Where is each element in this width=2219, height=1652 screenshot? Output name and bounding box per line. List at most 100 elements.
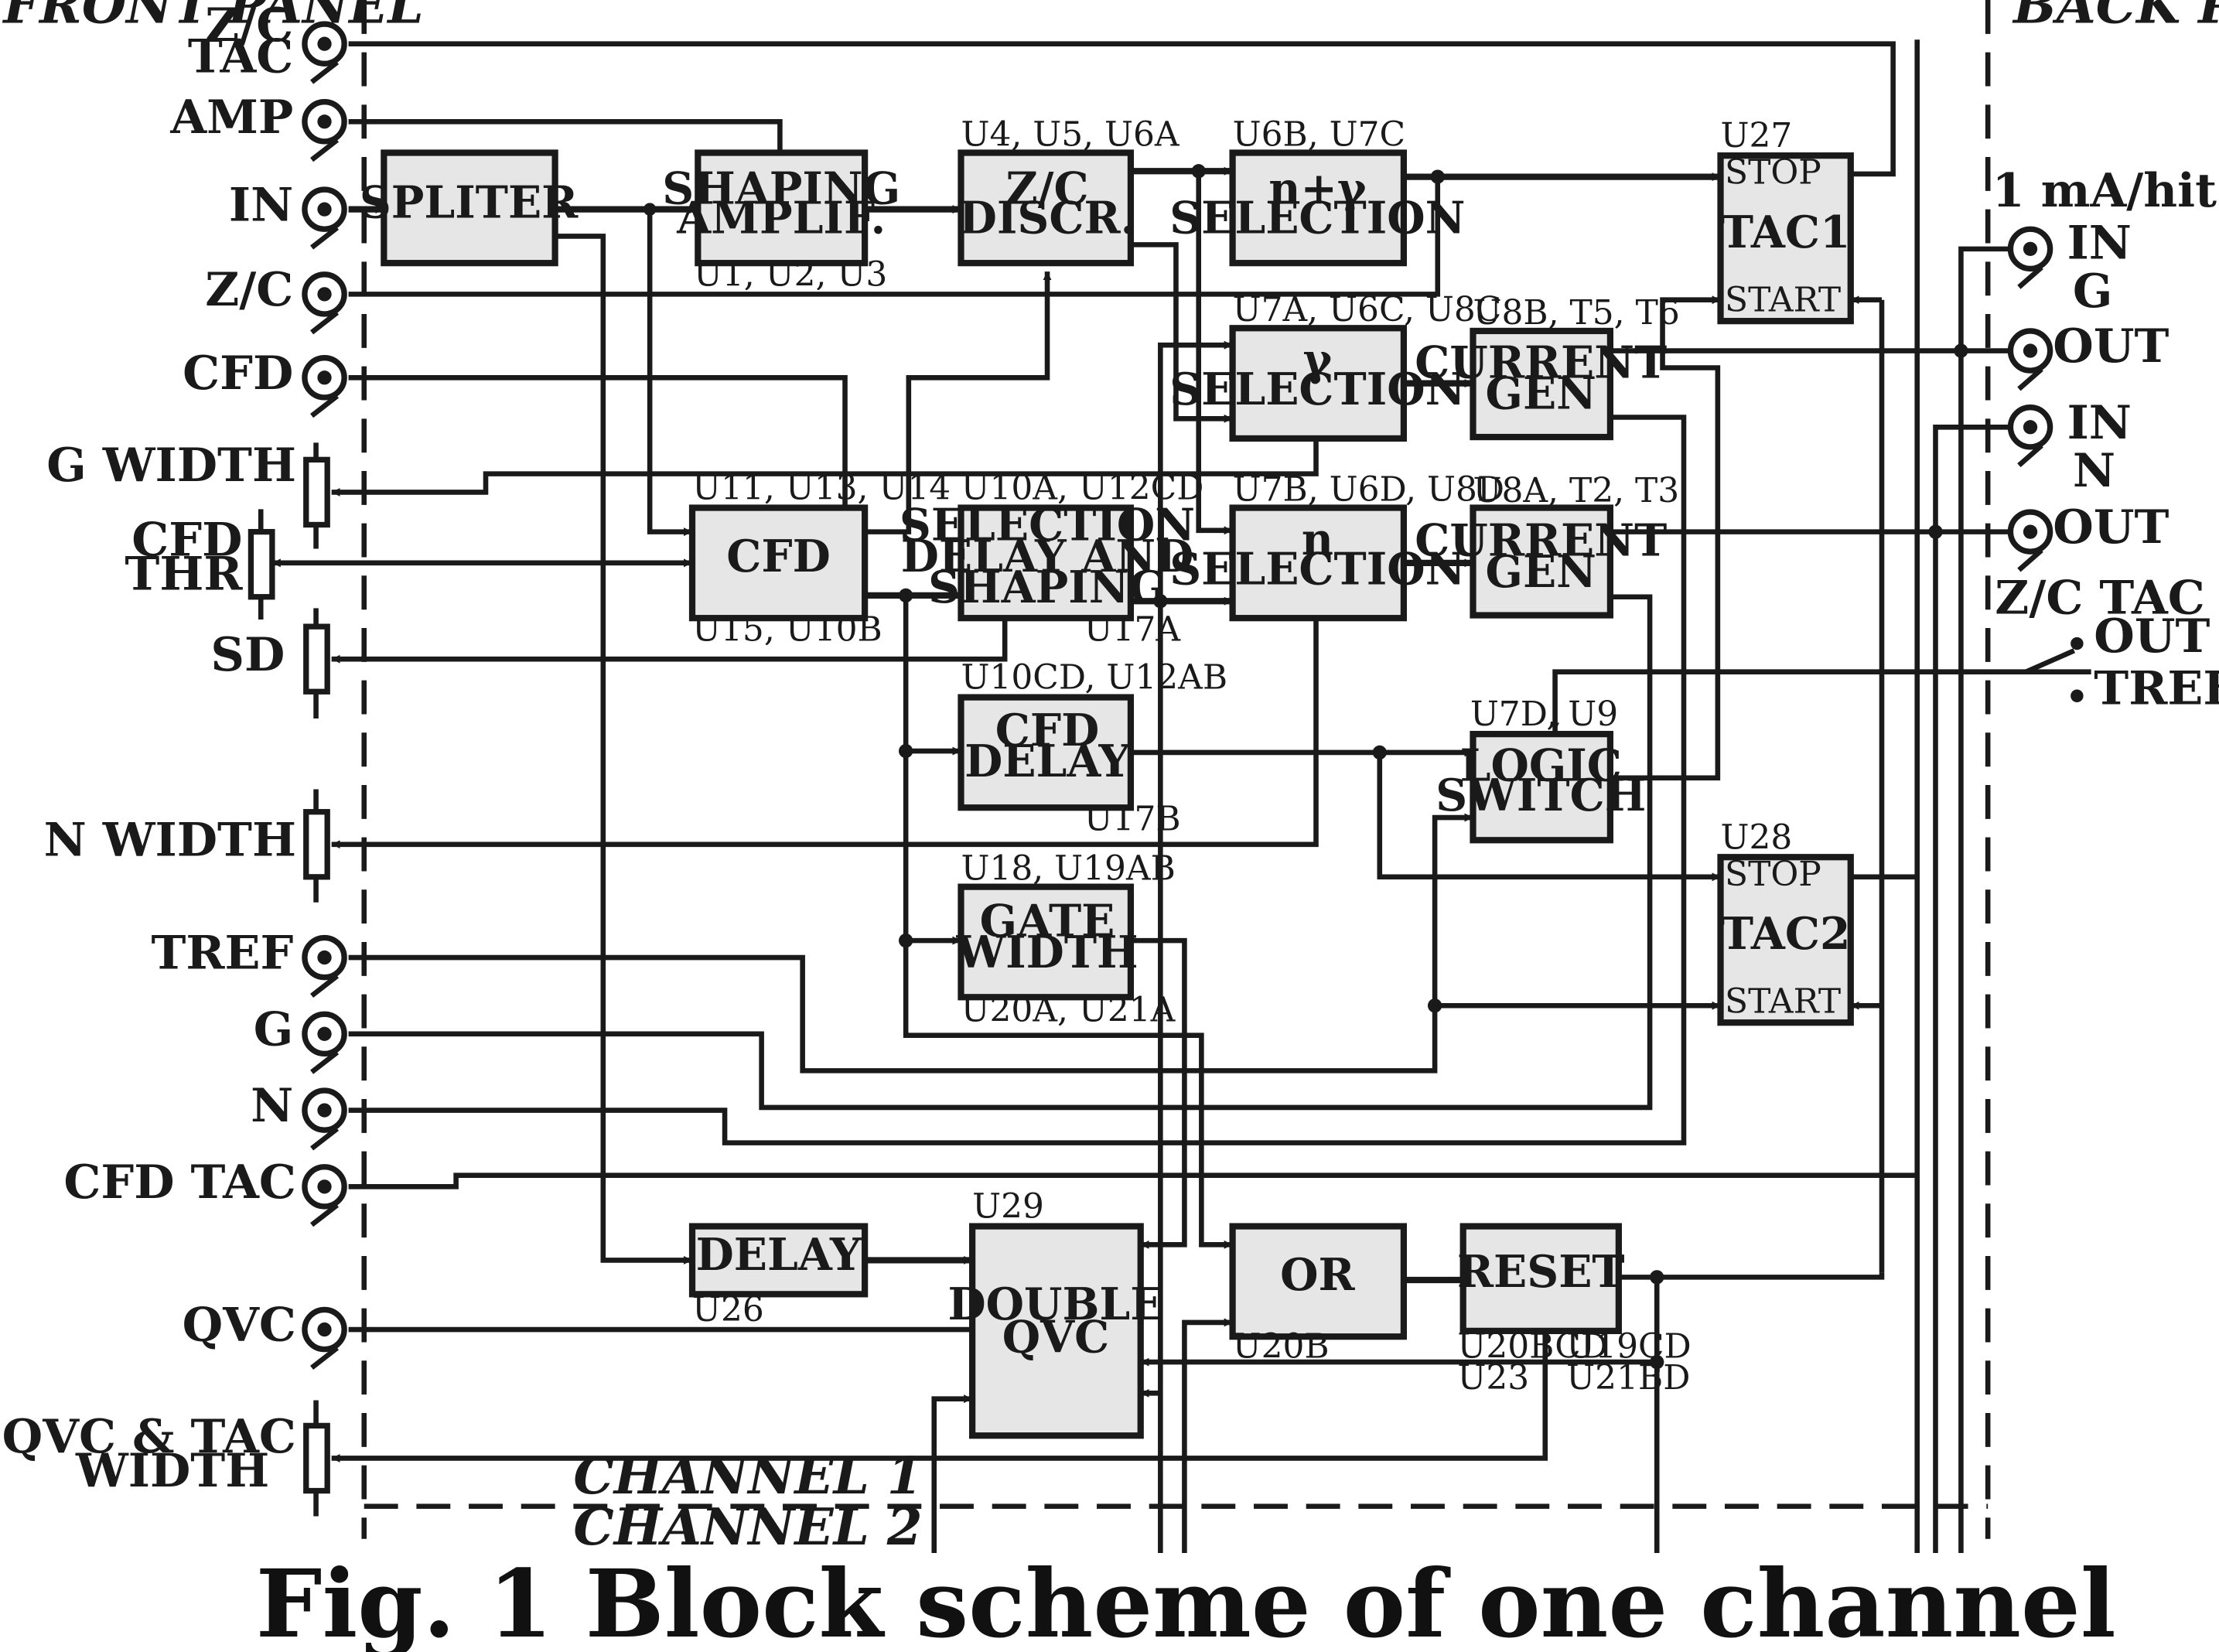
svg-text:GATE: GATE <box>980 896 1115 947</box>
svg-text:DELAY AND: DELAY AND <box>901 531 1194 582</box>
svg-text:CFD: CFD <box>183 346 293 401</box>
svg-text:QVC: QVC <box>1002 1312 1109 1363</box>
front-connector-tref: TREF <box>151 926 347 998</box>
svg-text:SELECTION: SELECTION <box>1169 364 1465 415</box>
svg-text:STOP: STOP <box>1725 153 1821 193</box>
svg-text:SELECTION: SELECTION <box>900 500 1195 551</box>
back-connector-out-n: OUT <box>2007 500 2169 572</box>
svg-text:SELECTION: SELECTION <box>1169 544 1465 595</box>
back-rate-label: 1 mA/hit <box>1992 163 2217 218</box>
zc-discriminator-block: Z/C DISCR. U4, U5, U6A <box>958 114 1180 267</box>
svg-text:Z/C: Z/C <box>205 262 293 317</box>
svg-text:γ: γ <box>1303 335 1333 386</box>
svg-text:SELECTION: SELECTION <box>1169 193 1465 244</box>
svg-text:U11, U13, U14: U11, U13, U14 <box>692 469 951 508</box>
svg-text:QVC & TAC: QVC & TAC <box>2 1409 296 1464</box>
svg-text:QVC: QVC <box>183 1298 296 1353</box>
svg-text:SHAPING: SHAPING <box>662 163 900 214</box>
svg-text:N: N <box>2073 443 2115 498</box>
or-block: OR U20B <box>1229 1223 1407 1367</box>
svg-text:U23: U23 <box>1457 1358 1529 1398</box>
svg-text:CFD: CFD <box>131 513 242 568</box>
svg-text:G WIDTH: G WIDTH <box>46 438 296 493</box>
svg-text:CURRENT: CURRENT <box>1415 516 1667 567</box>
selection-delay-shaping-block: SELECTION DELAY AND SHAPING U10A, U12CD … <box>900 469 1204 650</box>
svg-text:SWITCH: SWITCH <box>1436 770 1646 821</box>
svg-text:U8A, T2, T3: U8A, T2, T3 <box>1473 471 1679 510</box>
front-connector-zc-tac: Z/C TAC <box>188 0 347 84</box>
svg-text:N: N <box>251 1078 293 1133</box>
front-panel-label: FRONT PANEL <box>2 0 423 35</box>
svg-text:G: G <box>254 1002 294 1056</box>
cfd-delay-block: CFD DELAY U10CD, U12AB U17B <box>958 658 1227 838</box>
svg-text:U20B: U20B <box>1233 1327 1330 1367</box>
svg-text:DELAY: DELAY <box>964 736 1130 787</box>
svg-text:U7A, U6C, U8C: U7A, U6C, U8C <box>1233 290 1502 329</box>
svg-text:STOP: STOP <box>1725 855 1821 894</box>
svg-text:U6B, U7C: U6B, U7C <box>1233 114 1406 154</box>
svg-text:U20A, U21A: U20A, U21A <box>961 990 1176 1029</box>
svg-text:U10CD, U12AB: U10CD, U12AB <box>961 658 1227 698</box>
svg-text:START: START <box>1725 981 1841 1021</box>
front-connector-in: IN <box>229 177 347 250</box>
svg-text:CFD: CFD <box>726 531 831 582</box>
back-connector-out-g: OUT <box>2007 319 2169 391</box>
back-panel-label: BACK PANEL <box>2012 0 2219 35</box>
front-connector-g: G <box>254 1002 347 1074</box>
svg-text:U7B, U6D, U8D: U7B, U6D, U8D <box>1233 469 1505 509</box>
svg-text:Z/C: Z/C <box>205 0 293 53</box>
svg-text:U4, U5, U6A: U4, U5, U6A <box>961 114 1179 154</box>
svg-text:CURRENT: CURRENT <box>1415 337 1667 388</box>
svg-text:TAC2: TAC2 <box>1721 909 1851 960</box>
junction-dots <box>643 164 1968 1370</box>
svg-text:U19CD: U19CD <box>1566 1327 1692 1367</box>
svg-text:OR: OR <box>1280 1250 1355 1301</box>
svg-text:LOGIC: LOGIC <box>1460 740 1622 791</box>
svg-text:THR: THR <box>125 547 243 602</box>
svg-text:Z/C: Z/C <box>1005 163 1088 214</box>
svg-text:n+γ: n+γ <box>1268 163 1367 214</box>
svg-text:TAC1: TAC1 <box>1721 207 1851 258</box>
gate-width-block: GATE WIDTH U18, U19AB U20A, U21A <box>955 848 1176 1029</box>
svg-text:OUT: OUT <box>2053 500 2169 555</box>
figure-caption: Fig. 1 Block scheme of one channel <box>256 1550 2116 1652</box>
svg-text:U8B, T5, T6: U8B, T5, T6 <box>1473 293 1679 333</box>
svg-text:TREF: TREF <box>2094 661 2219 716</box>
front-pot-qvc-tac-width: QVC & TAC WIDTH <box>2 1400 330 1517</box>
svg-text:CFD TAC: CFD TAC <box>63 1155 296 1210</box>
svg-text:OUT: OUT <box>2053 319 2169 374</box>
svg-text:n: n <box>1302 514 1333 565</box>
svg-text:IN: IN <box>2067 216 2132 271</box>
n-gamma-selection-block: n+γ SELECTION U6B, U7C <box>1169 114 1465 267</box>
cfd-block: CFD U11, U13, U14 U15, U10B <box>688 469 951 649</box>
svg-text:U10A, U12CD: U10A, U12CD <box>961 469 1203 508</box>
n-selection-block: n SELECTION U7B, U6D, U8D <box>1169 469 1505 622</box>
svg-text:U18, U19AB: U18, U19AB <box>961 848 1175 888</box>
front-connector-qvc: QVC <box>183 1298 347 1370</box>
svg-text:START: START <box>1725 280 1841 319</box>
svg-text:WIDTH: WIDTH <box>955 927 1138 978</box>
svg-text:GEN: GEN <box>1486 369 1596 420</box>
double-qvc-block: DOUBLE QVC U29 <box>948 1187 1164 1439</box>
svg-text:RESET: RESET <box>1457 1247 1625 1298</box>
svg-text:Z/C TAC STOP: Z/C TAC STOP <box>1995 571 2219 626</box>
front-connector-cfd: CFD <box>183 346 347 418</box>
svg-text:DISCR.: DISCR. <box>959 193 1136 244</box>
front-connector-cfd-tac: CFD TAC <box>63 1155 347 1227</box>
svg-text:U17B: U17B <box>1084 799 1181 838</box>
svg-text:DOUBLE: DOUBLE <box>948 1279 1164 1330</box>
wires <box>271 39 2091 1553</box>
back-connector-in-n: IN N <box>2007 395 2132 498</box>
svg-text:U1, U2, U3: U1, U2, U3 <box>694 254 887 294</box>
svg-text:AMPLIF.: AMPLIF. <box>676 193 886 244</box>
svg-text:DELAY: DELAY <box>696 1230 862 1281</box>
channel-2-label: CHANNEL 2 <box>573 1497 922 1557</box>
current-gen-2-block: CURRENT GEN U8A, T2, T3 <box>1415 471 1679 619</box>
svg-text:U7D, U9: U7D, U9 <box>1470 695 1618 734</box>
svg-text:U15, U10B: U15, U10B <box>692 609 882 649</box>
delay-block: DELAY U26 <box>688 1223 869 1329</box>
svg-text:AMP: AMP <box>169 90 293 145</box>
svg-text:SPLITER: SPLITER <box>360 178 579 229</box>
front-connector-amp: AMP <box>169 90 347 162</box>
svg-text:TAC: TAC <box>188 29 293 84</box>
